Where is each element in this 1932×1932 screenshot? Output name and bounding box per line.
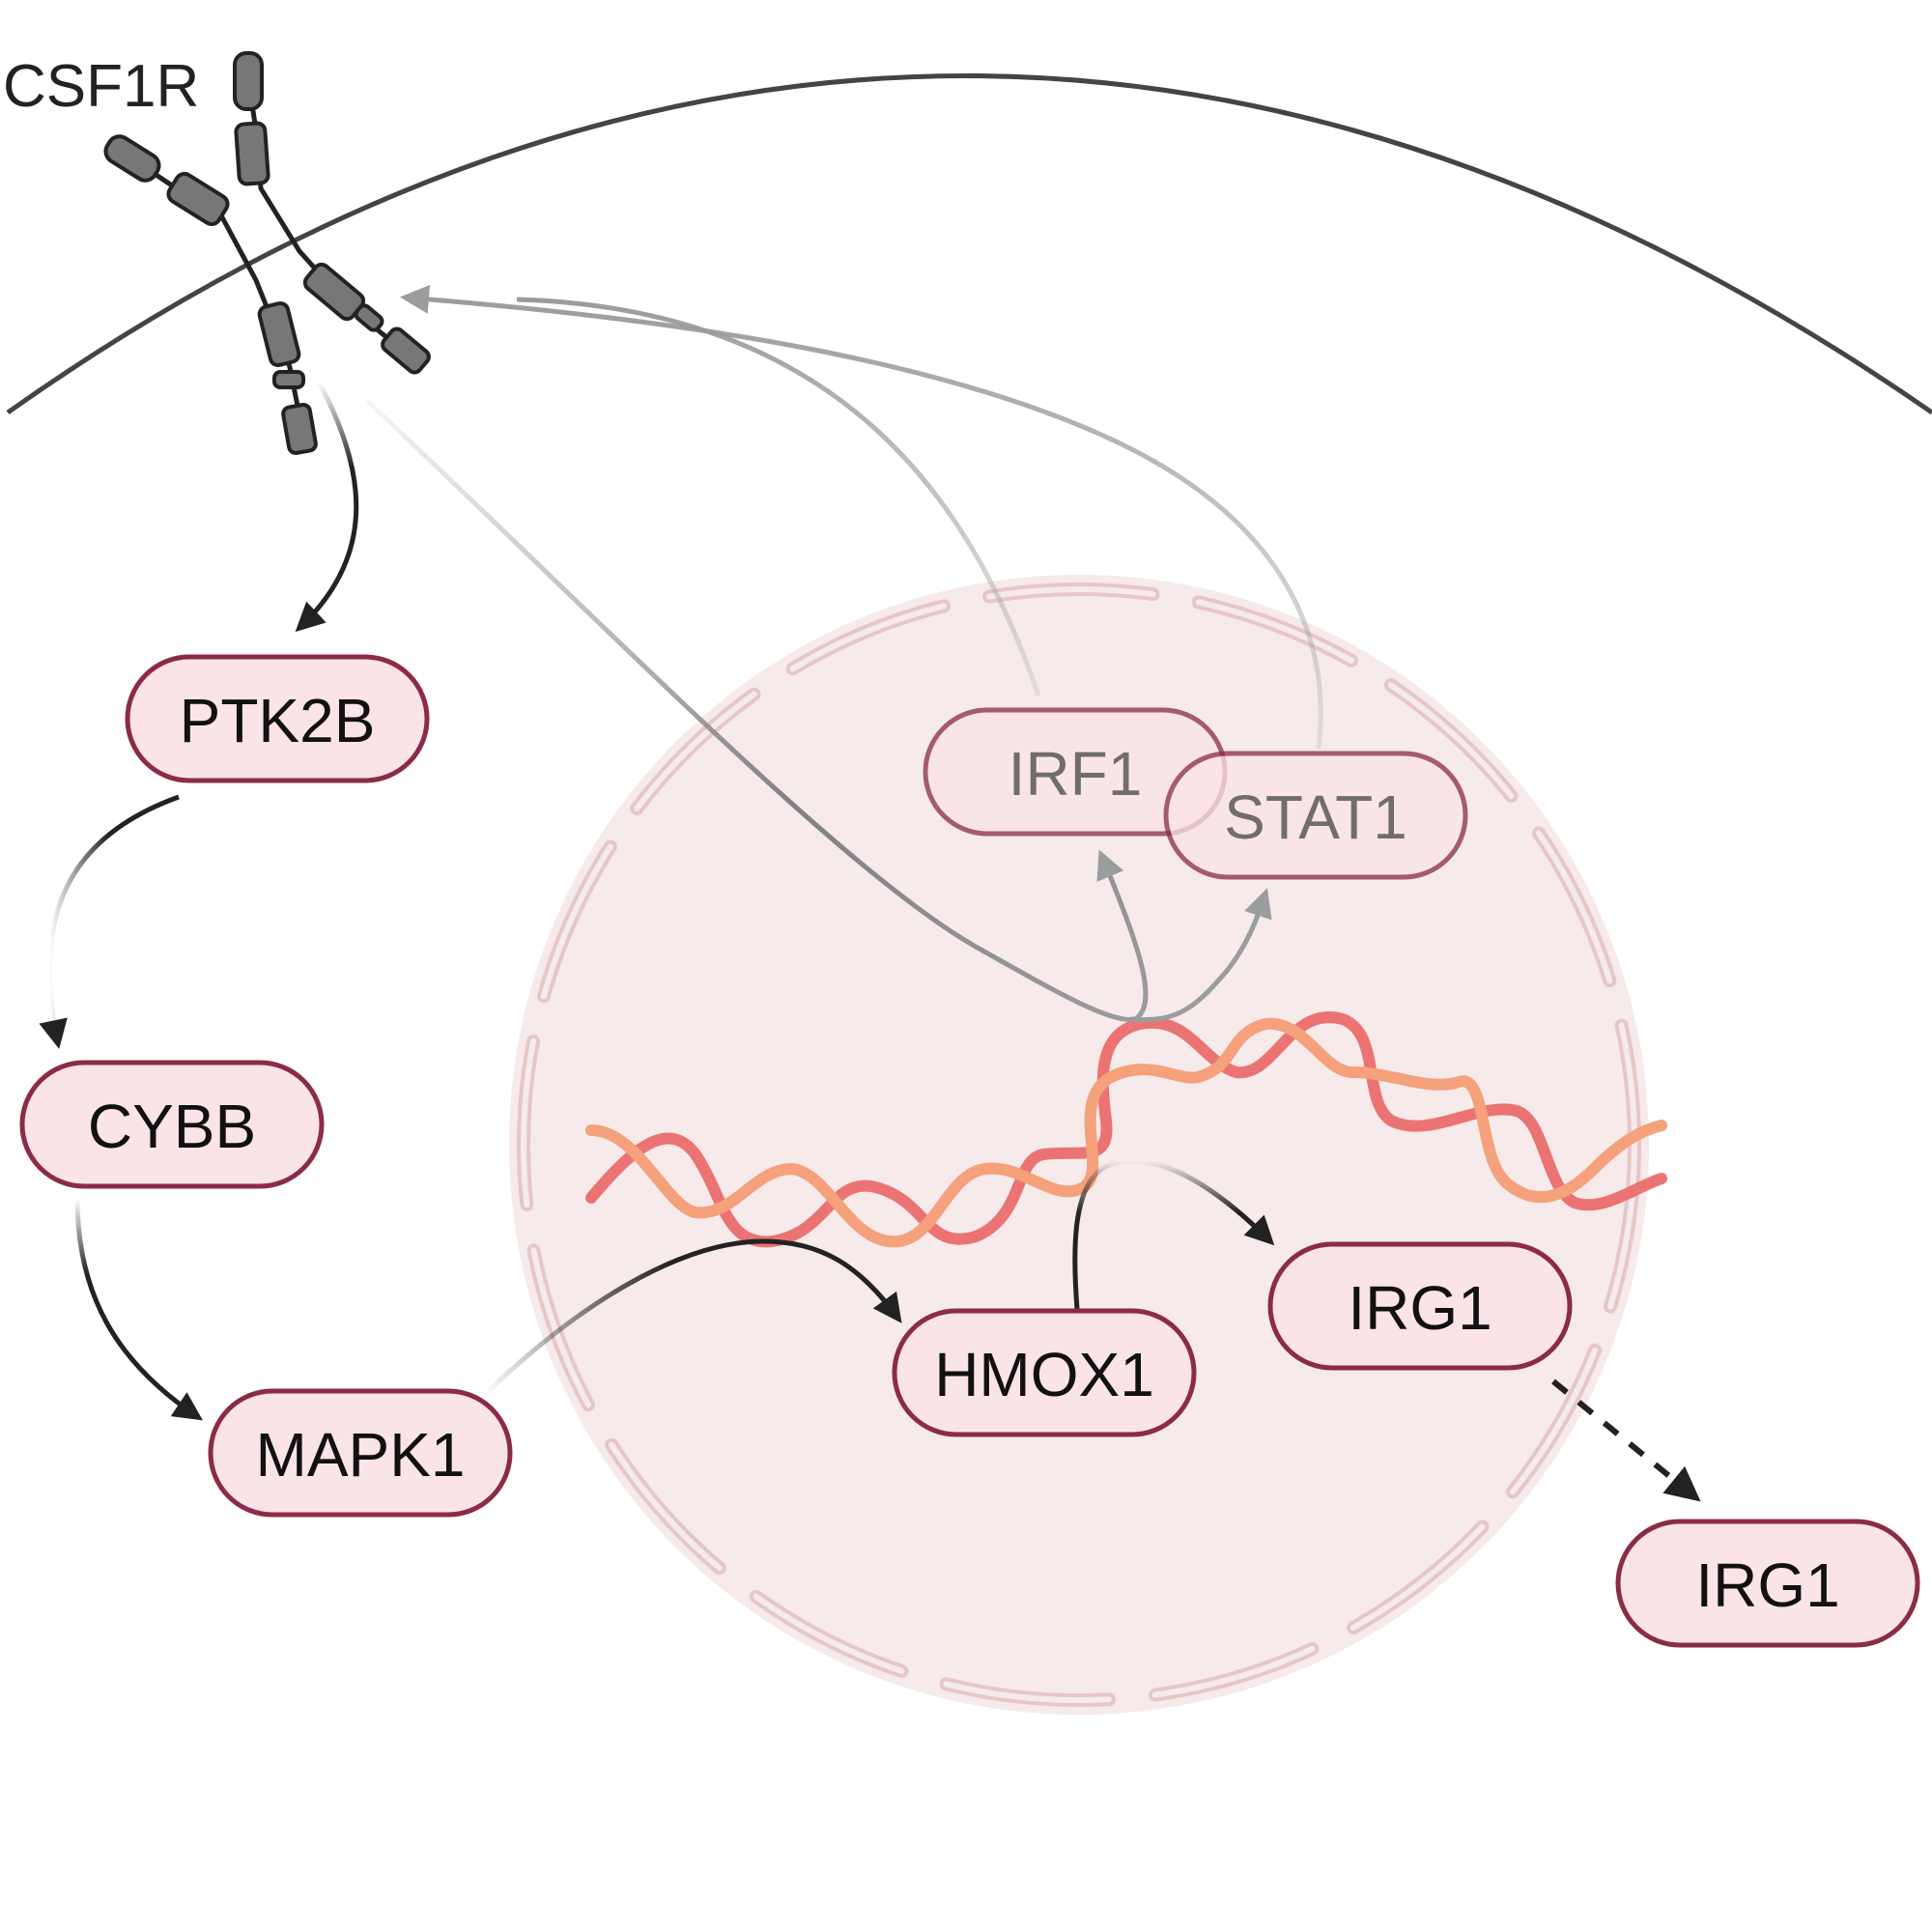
edge-stat1-to-csf1r [400,284,1323,750]
node-cybb[interactable]: CYBB [19,1060,325,1189]
edge-csf1r-to-nucleus [365,399,1149,1022]
node-irg1-cytoplasm-label: IRG1 [1695,1550,1839,1620]
node-ptk2b[interactable]: PTK2B [125,654,430,783]
dna-helix [585,1011,1667,1248]
node-stat1-label: STAT1 [1224,782,1407,852]
node-hmox1[interactable]: HMOX1 [892,1308,1197,1437]
node-irg1-nuclear-label: IRG1 [1348,1273,1492,1343]
node-mapk1-label: MAPK1 [256,1420,466,1490]
node-irg1-cytoplasm[interactable]: IRG1 [1615,1519,1920,1648]
node-mapk1[interactable]: MAPK1 [208,1388,513,1518]
edge-csf1r-to-stat1 [1129,888,1272,1023]
edge-cybb-to-mapk1 [74,1197,203,1421]
node-hmox1-label: HMOX1 [934,1340,1154,1409]
csf1r-receptor [103,51,431,455]
node-cybb-label: CYBB [88,1092,256,1161]
cell-membrane [6,73,1932,415]
edge-hmox1-to-irg1 [1072,1158,1275,1310]
dna-strand-b [585,1017,1667,1248]
node-ptk2b-label: PTK2B [180,686,376,755]
edge-mapk1-to-hmox1 [481,1238,902,1398]
node-stat1[interactable]: STAT1 [1163,751,1468,880]
edge-irf1-to-csf1r [516,297,1041,696]
node-irf1[interactable]: IRF1 [923,707,1228,837]
csf1r-label: CSF1R [3,53,199,120]
edge-ptk2b-to-cybb [39,794,180,1049]
edge-csf1r-to-ptk2b [295,380,359,633]
node-irf1-label: IRF1 [1009,739,1143,809]
node-irg1-nuclear[interactable]: IRG1 [1267,1241,1573,1371]
